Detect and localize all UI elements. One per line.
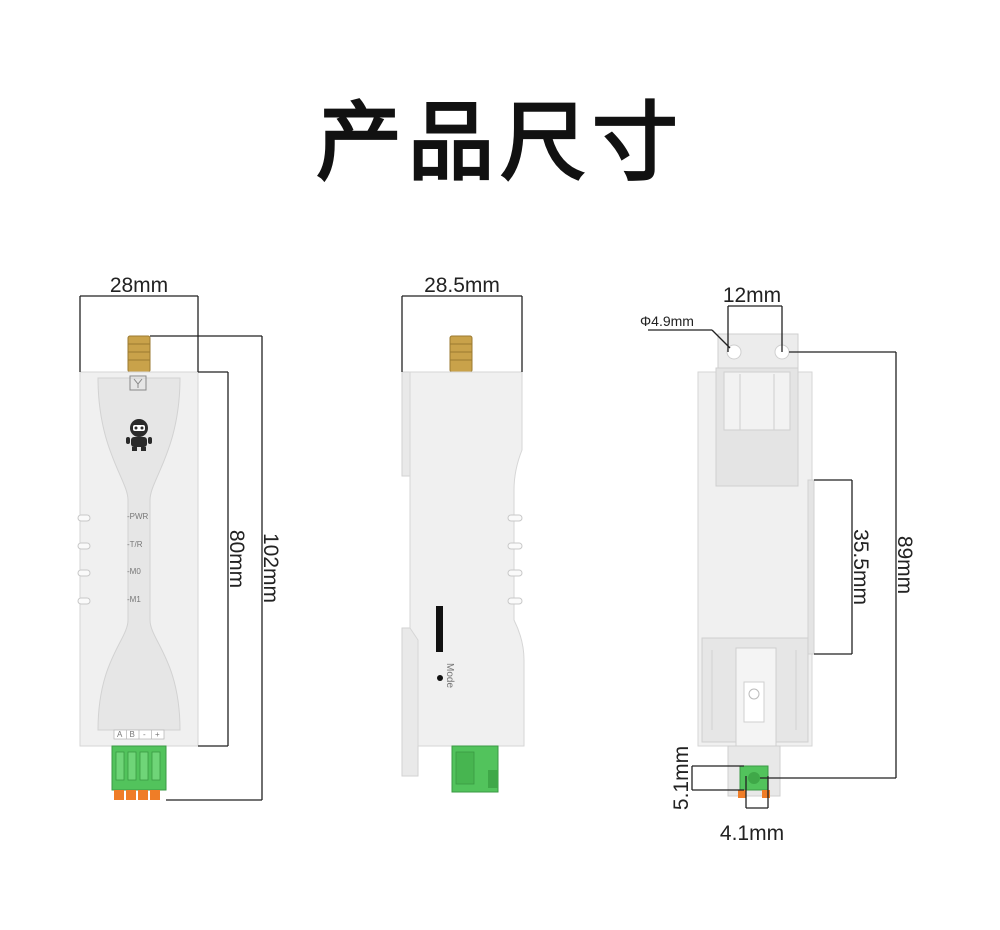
antenna-icon [129, 375, 147, 391]
front-face-panel [97, 377, 181, 731]
terminal-block [111, 745, 167, 800]
side-led-2 [507, 542, 523, 550]
led-pwr-light [77, 514, 91, 522]
dim-hole-diameter: Φ4.9mm [640, 313, 731, 349]
side-led-1 [507, 514, 523, 522]
dim-back-top-width: 12mm [723, 284, 783, 352]
dim-front-width: 28mm [79, 274, 199, 372]
dim-label-28-5mm: 28.5mm [424, 274, 500, 297]
led-label-pwr: -PWR [127, 512, 149, 521]
side-clip-bottom [401, 627, 419, 777]
back-side-rib [807, 479, 815, 655]
back-top-clip-inner [723, 371, 791, 431]
dim-label-35-5mm: 35.5mm [849, 529, 872, 605]
mode-label: Mode [444, 663, 455, 688]
side-body [409, 371, 525, 747]
page-title: 产品尺寸 [316, 93, 684, 193]
back-terminal-block [727, 745, 781, 798]
mode-switch-slot [436, 606, 443, 652]
dim-back-bottom-height: 5.1mm [670, 746, 744, 810]
mount-hole-left [726, 344, 742, 360]
led-tr-light [77, 542, 91, 550]
dim-label-80mm: 80mm [225, 530, 248, 588]
led-label-tr: -T/R [127, 540, 143, 549]
dim-label-5-1mm: 5.1mm [670, 746, 693, 810]
side-led-4 [507, 597, 523, 605]
dim-front-body-height: 80mm [198, 371, 248, 747]
terminal-label-plus: + [155, 730, 160, 739]
side-view: Mode 28.5mm [401, 274, 525, 793]
dim-label-102mm: 102mm [259, 533, 282, 603]
terminal-label-minus: - [143, 730, 146, 739]
side-terminal-block [451, 745, 499, 793]
antenna-connector [127, 335, 151, 373]
side-led-3 [507, 569, 523, 577]
dim-label-hole: Φ4.9mm [640, 313, 694, 329]
dim-label-89mm: 89mm [893, 536, 916, 594]
led-m0-light [77, 569, 91, 577]
front-view: -PWR -T/R -M0 -M1 A B - + 28mm [77, 274, 282, 801]
dim-back-hole-span: 89mm [760, 351, 916, 779]
robot-logo-icon [126, 419, 152, 451]
led-label-m0: -M0 [127, 567, 141, 576]
terminal-label-b: B [130, 730, 135, 739]
dim-side-width: 28.5mm [401, 274, 523, 372]
dim-back-mid-height: 35.5mm [814, 479, 872, 655]
dim-label-4-1mm: 4.1mm [720, 822, 784, 845]
dim-back-bottom-width: 4.1mm [720, 776, 784, 845]
terminal-label-a: A [117, 730, 123, 739]
dim-label-12mm: 12mm [723, 284, 781, 307]
mode-button-dot [437, 675, 443, 681]
dim-label-28mm: 28mm [110, 274, 168, 297]
led-label-m1: -M1 [127, 595, 141, 604]
led-m1-light [77, 597, 91, 605]
side-antenna-connector [449, 335, 473, 373]
dim-front-total-height: 102mm [150, 335, 282, 801]
back-view: 12mm Φ4.9mm 35.5mm 89mm 5.1mm [640, 284, 916, 845]
